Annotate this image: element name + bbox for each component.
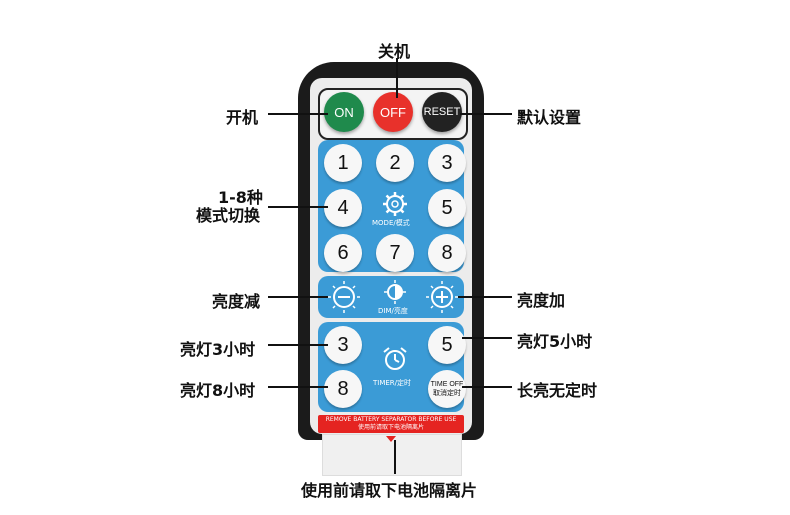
- tab-arrow-icon: [386, 436, 396, 442]
- time-off-label-en: TIME OFF: [430, 381, 464, 388]
- label-3h: 亮灯3小时: [180, 340, 256, 359]
- alarm-clock-icon: [383, 347, 407, 370]
- num-button-2[interactable]: 2: [376, 144, 414, 182]
- timer-5h-button[interactable]: 5: [428, 326, 466, 364]
- num-button-1[interactable]: 1: [324, 144, 362, 182]
- time-off-button[interactable]: TIME OFF 取消定时: [428, 370, 466, 408]
- brightness-plus-button[interactable]: [424, 280, 460, 314]
- label-reset: 默认设置: [517, 108, 582, 127]
- num-button-4[interactable]: 4: [324, 189, 362, 227]
- gear-icon: [383, 192, 407, 216]
- label-power-off: 关机: [378, 42, 411, 61]
- off-button[interactable]: OFF: [373, 92, 413, 132]
- dim-caption: DIM/亮度: [378, 307, 408, 315]
- label-5h: 亮灯5小时: [517, 332, 593, 351]
- line-reset: [460, 113, 512, 115]
- label-battery: 使用前请取下电池隔离片: [301, 481, 478, 500]
- battery-warning-en: REMOVE BATTERY SEPARATOR BEFORE USE: [325, 416, 457, 423]
- label-mode-line2: 模式切换: [196, 206, 261, 225]
- line-3h: [268, 344, 328, 346]
- num-button-8[interactable]: 8: [428, 234, 466, 272]
- line-mode: [268, 206, 328, 208]
- line-brightness-down: [268, 296, 328, 298]
- num-button-5[interactable]: 5: [428, 189, 466, 227]
- label-brightness-up: 亮度加: [517, 291, 566, 310]
- label-brightness-down: 亮度减: [212, 292, 261, 311]
- num-button-7[interactable]: 7: [376, 234, 414, 272]
- brightness-icon: [384, 280, 406, 304]
- on-button[interactable]: ON: [324, 92, 364, 132]
- line-power-off: [396, 58, 398, 98]
- label-no-timer: 长亮无定时: [517, 381, 598, 400]
- battery-warning-bar: REMOVE BATTERY SEPARATOR BEFORE USE 使用前请…: [318, 415, 464, 433]
- line-brightness-up: [458, 296, 512, 298]
- line-power-on: [268, 113, 328, 115]
- line-battery: [394, 440, 396, 474]
- mode-caption: MODE/模式: [372, 219, 410, 227]
- time-off-label-cn: 取消定时: [433, 390, 461, 397]
- timer-3h-button[interactable]: 3: [324, 326, 362, 364]
- line-8h: [268, 386, 328, 388]
- battery-warning-cn: 使用前请取下电池隔离片: [357, 424, 424, 431]
- timer-caption: TIMER/定时: [373, 379, 412, 387]
- line-5h: [462, 337, 512, 339]
- brightness-minus-button[interactable]: [326, 280, 362, 314]
- label-8h: 亮灯8小时: [180, 381, 256, 400]
- reset-button[interactable]: RESET: [422, 92, 462, 132]
- timer-8h-button[interactable]: 8: [324, 370, 362, 408]
- label-mode-line1: 1-8种: [218, 188, 263, 207]
- num-button-6[interactable]: 6: [324, 234, 362, 272]
- line-no-timer: [462, 386, 512, 388]
- label-power-on: 开机: [226, 108, 259, 127]
- num-button-3[interactable]: 3: [428, 144, 466, 182]
